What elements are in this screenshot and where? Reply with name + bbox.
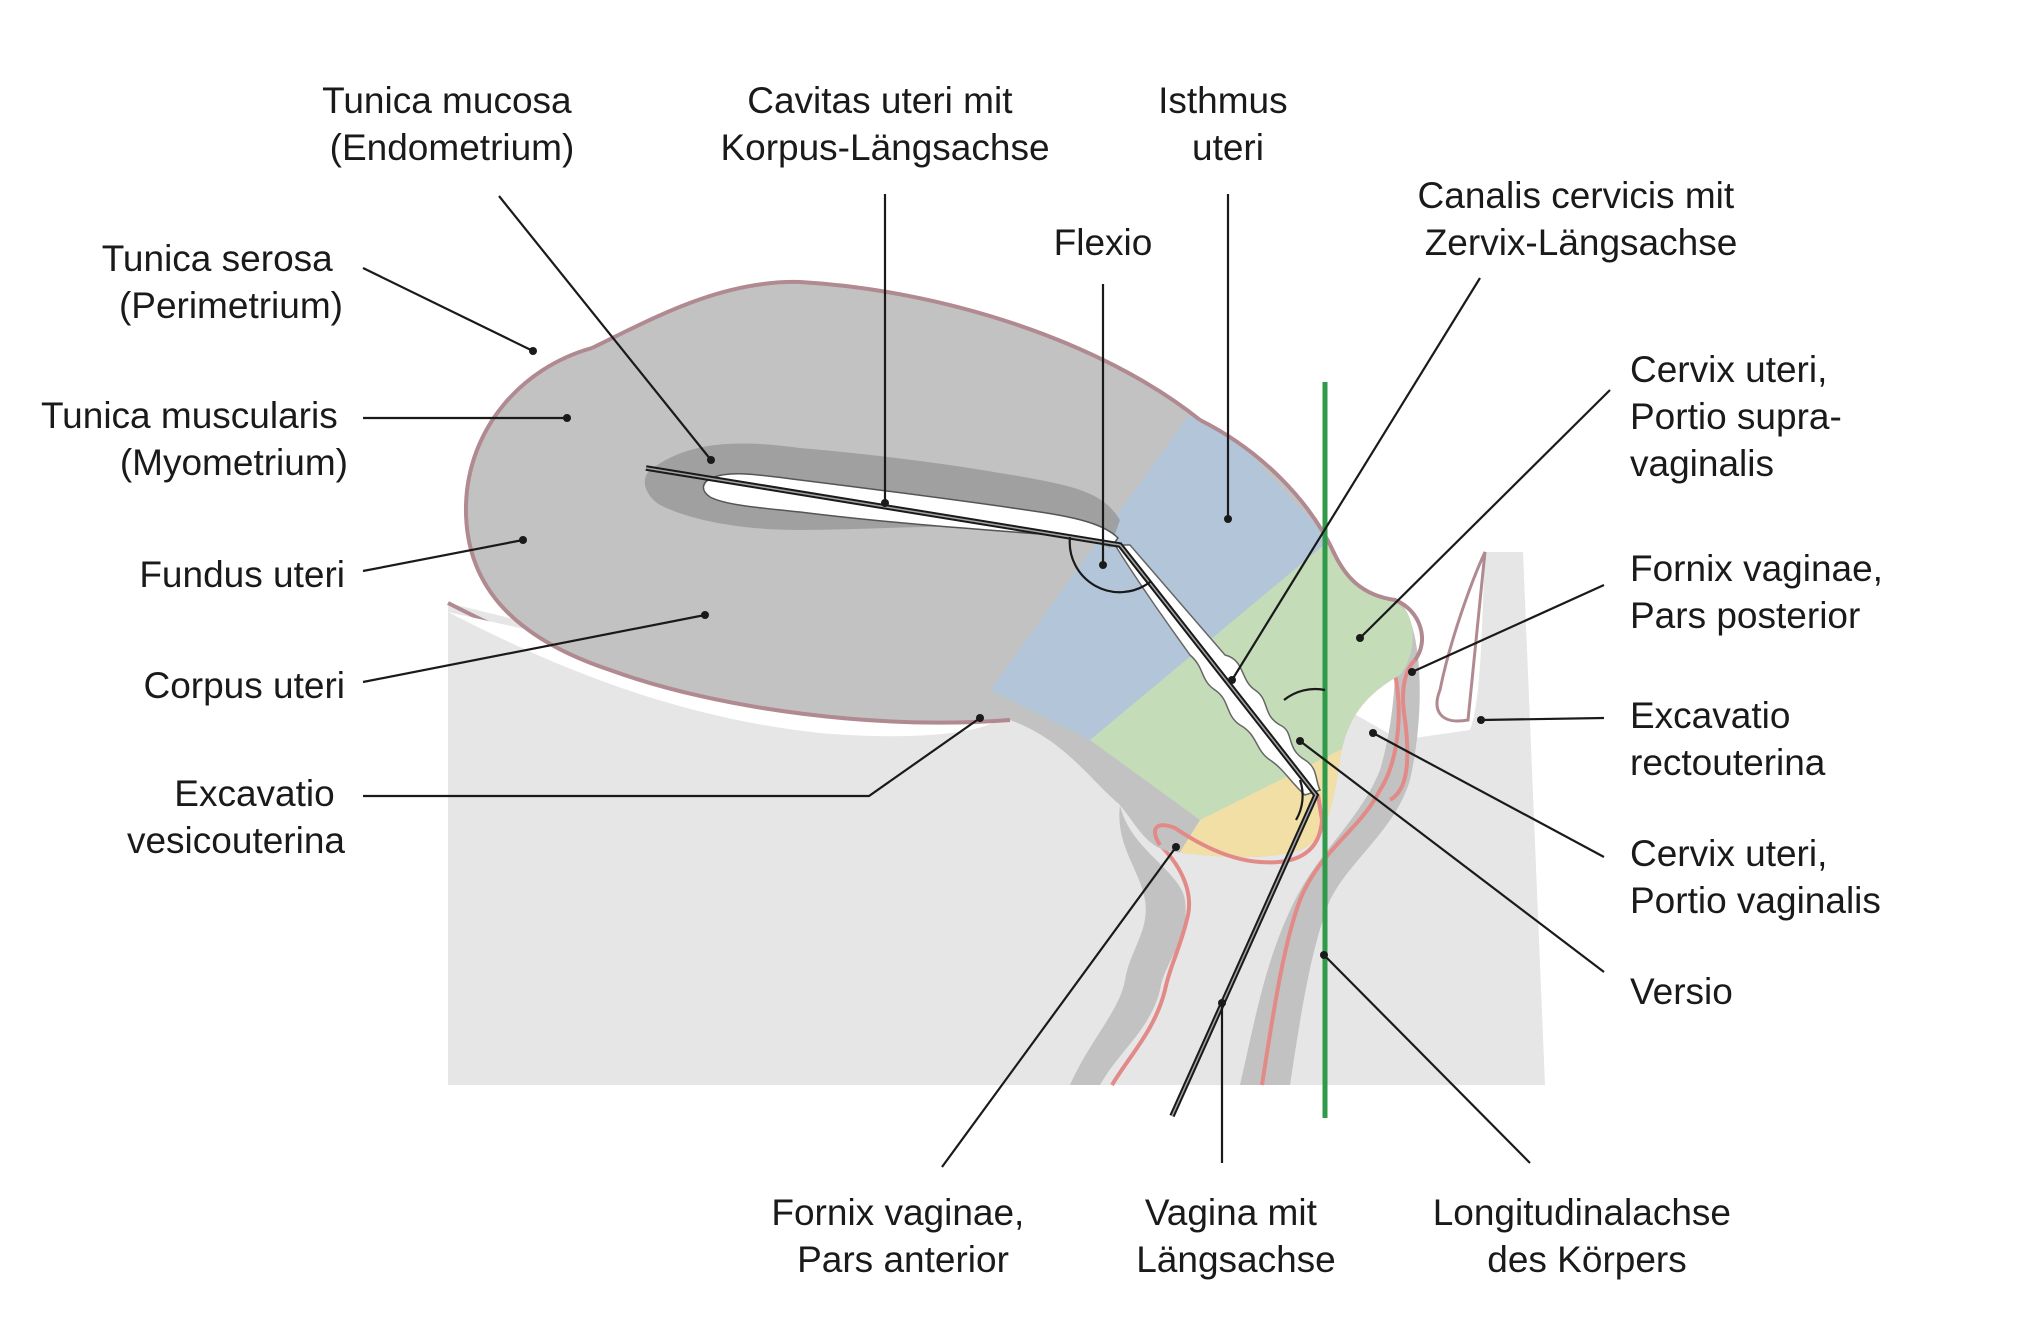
supravaginal-cervix-zone bbox=[1090, 540, 1413, 820]
label-cervix-vaginalis: Cervix uteri, Portio vaginalis bbox=[1630, 833, 1881, 921]
versio-angle-arc-2 bbox=[1295, 779, 1304, 821]
label-versio: Versio bbox=[1630, 971, 1733, 1012]
leader-lines bbox=[362, 194, 1611, 1168]
vagina-anterior-mucosa bbox=[1110, 843, 1192, 1087]
label-isthmus-uteri: Isthmus uteri bbox=[1158, 80, 1298, 168]
label-tunica-serosa: Tunica serosa (Perimetrium) bbox=[102, 238, 343, 326]
label-longitudinalachse: Longitudinalachse des Körpers bbox=[1433, 1192, 1742, 1280]
flexio-angle-arc bbox=[1068, 536, 1151, 594]
label-fornix-anterior: Fornix vaginae, Pars anterior bbox=[771, 1192, 1034, 1280]
label-vagina: Vagina mit Längsachse bbox=[1136, 1192, 1336, 1280]
label-tunica-mucosa: Tunica mucosa (Endometrium) bbox=[322, 80, 582, 168]
organ-axis-highlight bbox=[645, 467, 1317, 1117]
label-fundus-uteri: Fundus uteri bbox=[139, 554, 345, 595]
isthmus-zone bbox=[990, 400, 1330, 740]
label-cavitas-uteri: Cavitas uteri mit Korpus-Längsachse bbox=[720, 80, 1049, 168]
label-excavatio-vesicouterina: Excavatio vesicouterina bbox=[127, 773, 345, 861]
label-flexio: Flexio bbox=[1054, 222, 1153, 263]
vagina-posterior-wall bbox=[1240, 600, 1420, 1085]
vagina-posterior-mucosa bbox=[1260, 654, 1401, 1086]
label-canalis-cervicis: Canalis cervicis mit Zervix-Längsachse bbox=[1418, 175, 1745, 263]
label-cervix-supravaginalis: Cervix uteri, Portio supra- vaginalis bbox=[1630, 349, 1852, 484]
versio-angle-arc bbox=[1283, 687, 1326, 701]
serosa-outline bbox=[463, 279, 1425, 725]
portio-mucosa-edge bbox=[1153, 658, 1417, 865]
label-tunica-muscularis: Tunica muscularis (Myometrium) bbox=[41, 395, 348, 483]
label-excavatio-rectouterina: Excavatio rectouterina bbox=[1630, 695, 1826, 783]
label-corpus-uteri: Corpus uteri bbox=[143, 665, 345, 706]
label-fornix-posterior: Fornix vaginae, Pars posterior bbox=[1630, 548, 1893, 636]
